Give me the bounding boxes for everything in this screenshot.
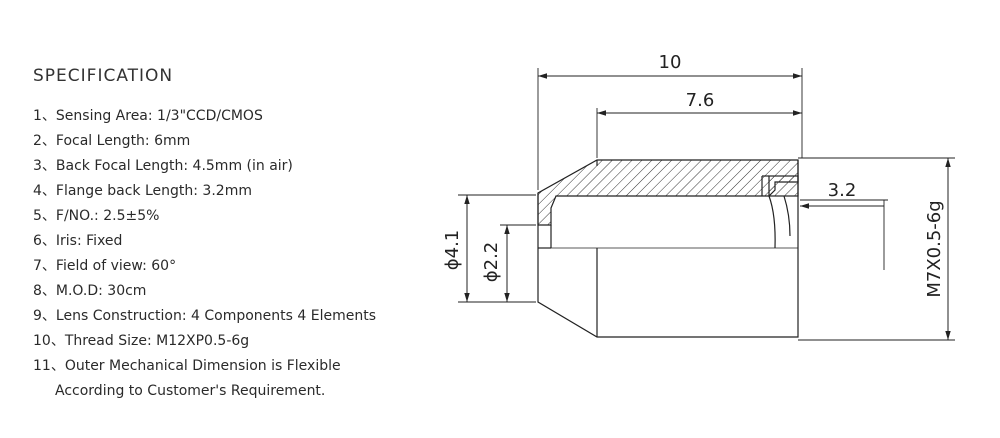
spec-item: 8、M.O.D: 30cm — [33, 283, 147, 299]
dimension-lines — [464, 73, 951, 340]
spec-item: 3、Back Focal Length: 4.5mm (in air) — [33, 158, 293, 174]
dim-label-outer-dia: ϕ4.1 — [442, 230, 463, 271]
spec-title: SPECIFICATION — [33, 66, 174, 86]
spec-item: 5、F/NO.: 2.5±5% — [33, 208, 160, 224]
spec-item: 10、Thread Size: M12XP0.5-6g — [33, 333, 250, 349]
specification-panel: SPECIFICATION 1、Sensing Area: 1/3"CCD/CM… — [33, 66, 453, 404]
spec-item: 6、Iris: Fixed — [33, 233, 123, 249]
spec-item: 2、Focal Length: 6mm — [33, 133, 191, 149]
spec-item: 9、Lens Construction: 4 Components 4 Elem… — [33, 308, 376, 324]
spec-item: 11、Outer Mechanical Dimension is Flexibl… — [33, 354, 453, 404]
dim-label-inner-dia: ϕ2.2 — [481, 242, 502, 283]
spec-list: 1、Sensing Area: 1/3"CCD/CMOS 2、Focal Len… — [33, 104, 453, 404]
dim-label-flange: 3.2 — [828, 180, 857, 201]
dim-label-body-length: 7.6 — [686, 90, 715, 111]
spec-item: 7、Field of view: 60° — [33, 258, 177, 274]
lens-body — [537, 159, 799, 338]
dim-label-thread: M7X0.5-6g — [924, 200, 945, 297]
spec-item: 4、Flange back Length: 3.2mm — [33, 183, 252, 199]
spec-item-continuation: According to Customer's Requirement. — [55, 383, 326, 399]
spec-item: 1、Sensing Area: 1/3"CCD/CMOS — [33, 108, 263, 124]
lens-element-curve — [768, 195, 776, 249]
barrel-section-hatched — [537, 159, 799, 226]
retaining-ring — [768, 175, 799, 197]
dim-label-total-length: 10 — [659, 52, 682, 73]
